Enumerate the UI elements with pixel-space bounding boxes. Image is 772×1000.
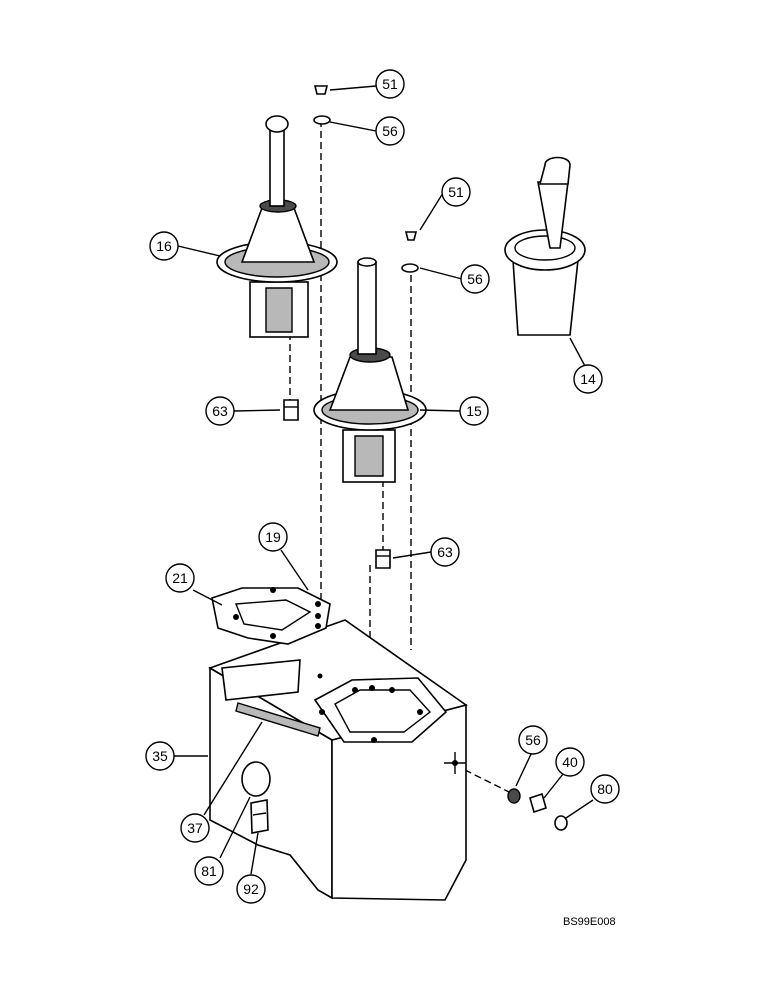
callout-40: 40 <box>555 747 585 777</box>
svg-text:21: 21 <box>172 570 188 586</box>
reference-code: BS99E008 <box>563 916 616 928</box>
callout-19: 19 <box>258 522 288 552</box>
callout-81: 81 <box>194 856 224 886</box>
callout-92: 92 <box>236 874 266 904</box>
svg-text:56: 56 <box>467 271 483 287</box>
svg-text:15: 15 <box>466 403 482 419</box>
svg-text:51: 51 <box>382 76 398 92</box>
svg-text:63: 63 <box>212 403 228 419</box>
svg-text:14: 14 <box>580 371 596 387</box>
svg-text:56: 56 <box>382 123 398 139</box>
callout-51-right: 51 <box>441 177 471 207</box>
svg-text:81: 81 <box>201 863 217 879</box>
hardware-parts <box>283 85 568 831</box>
assembly-centerlines <box>289 120 516 796</box>
svg-text:92: 92 <box>243 881 259 897</box>
callout-37: 37 <box>180 813 210 843</box>
pilot-valve-right <box>313 257 427 483</box>
callout-63-lower: 63 <box>430 537 460 567</box>
bracket-plate <box>211 587 331 645</box>
svg-text:40: 40 <box>562 754 578 770</box>
svg-text:35: 35 <box>152 748 168 764</box>
callout-35: 35 <box>145 741 175 771</box>
svg-text:19: 19 <box>265 529 281 545</box>
leader-lines <box>173 85 594 875</box>
svg-text:63: 63 <box>437 544 453 560</box>
callout-56-side: 56 <box>518 725 548 755</box>
svg-text:56: 56 <box>525 732 541 748</box>
svg-text:80: 80 <box>597 781 613 797</box>
callout-14: 14 <box>573 364 603 394</box>
callout-16: 16 <box>149 231 179 261</box>
callout-51-top: 51 <box>375 69 405 99</box>
svg-text:51: 51 <box>448 184 464 200</box>
callout-56-right: 56 <box>460 264 490 294</box>
pilot-valve-left <box>216 115 338 338</box>
callout-63-upper: 63 <box>205 396 235 426</box>
callout-15: 15 <box>459 396 489 426</box>
joystick-handle <box>504 156 586 336</box>
svg-text:37: 37 <box>187 820 203 836</box>
control-housing <box>208 619 468 901</box>
callout-56-top: 56 <box>375 116 405 146</box>
callout-21: 21 <box>165 563 195 593</box>
callout-80: 80 <box>590 774 620 804</box>
svg-text:16: 16 <box>156 238 172 254</box>
